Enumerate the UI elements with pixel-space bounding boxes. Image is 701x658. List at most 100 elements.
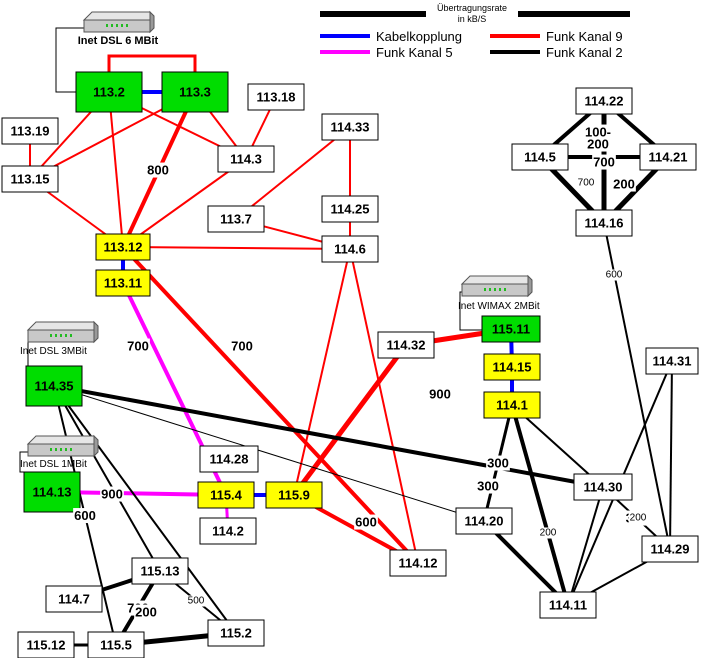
rate-label-bg bbox=[628, 512, 648, 524]
link-114-1-to-114-30-channel2 bbox=[511, 404, 604, 488]
rate-label-114-30-to-114-11: 200 bbox=[630, 513, 647, 524]
node-115-5[interactable]: 115.5 bbox=[87, 631, 145, 658]
node-label: 114.1 bbox=[496, 398, 528, 413]
rate-label-bg bbox=[612, 176, 636, 192]
link-114-35-to-115-13-channel2 bbox=[53, 385, 161, 572]
link-114-35-to-114-20-channel2 bbox=[53, 385, 485, 522]
node-114-11[interactable]: 114.11 bbox=[539, 591, 597, 619]
node-box bbox=[95, 233, 151, 261]
internet-label: Inet WIMAX 2MBit bbox=[458, 301, 540, 312]
router-icon bbox=[26, 434, 99, 458]
node-label: 114.3 bbox=[230, 152, 262, 167]
node-113-11[interactable]: 113.11 bbox=[95, 269, 151, 297]
node-115-11[interactable]: 115.11 bbox=[481, 315, 541, 343]
link-114-3-to-113-12-channel9 bbox=[122, 158, 247, 248]
rate-label-bg bbox=[146, 162, 170, 178]
legend-label-cable: Kabelkopplung bbox=[376, 29, 462, 44]
node-113-19[interactable]: 113.19 bbox=[1, 117, 59, 145]
node-114-1[interactable]: 114.1 bbox=[483, 391, 541, 419]
node-115-4[interactable]: 115.4 bbox=[197, 481, 255, 509]
node-113-3[interactable]: 113.3 bbox=[161, 71, 229, 113]
internet-label: Inet DSL 3MBit bbox=[20, 346, 87, 357]
rate-label-113-12-to-114-12: 700 bbox=[231, 339, 253, 354]
node-label: 114.15 bbox=[492, 360, 531, 375]
node-label: 114.12 bbox=[398, 556, 437, 571]
node-box bbox=[511, 143, 569, 171]
rate-label-114-1-to-114-20: 300 bbox=[487, 456, 509, 471]
node-114-22[interactable]: 114.22 bbox=[575, 87, 633, 115]
node-114-30[interactable]: 114.30 bbox=[573, 473, 633, 501]
node-114-20[interactable]: 114.20 bbox=[455, 507, 513, 535]
node-114-29[interactable]: 114.29 bbox=[641, 535, 699, 563]
node-115-2[interactable]: 115.2 bbox=[207, 619, 265, 647]
link-114-13-to-115-4-channel5 bbox=[51, 490, 227, 497]
node-label: 113.11 bbox=[104, 276, 142, 291]
node-114-6[interactable]: 114.6 bbox=[321, 235, 379, 263]
rate-label-114-21-to-114-16: 700 bbox=[578, 178, 595, 189]
rate-label-bg bbox=[592, 154, 616, 170]
legend-title-bg bbox=[426, 2, 518, 26]
node-114-35[interactable]: 114.35 bbox=[25, 365, 83, 407]
link-113-7-to-114-33-channel9 bbox=[235, 126, 351, 220]
node-label: 114.11 bbox=[549, 598, 587, 613]
node-label: 113.7 bbox=[220, 212, 252, 227]
node-115-12[interactable]: 115.12 bbox=[17, 631, 75, 658]
node-label: 115.12 bbox=[26, 638, 65, 653]
node-114-12[interactable]: 114.12 bbox=[389, 549, 447, 577]
rate-label-115-9-to-114-12: 600 bbox=[355, 515, 377, 530]
link-114-35-to-114-30-channel2 bbox=[53, 384, 604, 489]
link-114-31-to-114-29-channel2 bbox=[669, 360, 673, 550]
node-114-15[interactable]: 114.15 bbox=[483, 353, 541, 381]
node-113-12[interactable]: 113.12 bbox=[95, 233, 151, 261]
legend-label-channel5: Funk Kanal 5 bbox=[376, 45, 453, 60]
node-114-5[interactable]: 114.5 bbox=[511, 143, 569, 171]
uplink-connector bbox=[55, 27, 98, 93]
node-114-16[interactable]: 114.16 bbox=[575, 209, 633, 237]
rate-label-114-13-to-115-4: 900 bbox=[101, 487, 123, 502]
node-115-13[interactable]: 115.13 bbox=[131, 557, 189, 585]
node-114-32[interactable]: 114.32 bbox=[377, 331, 435, 359]
node-114-28[interactable]: 114.28 bbox=[199, 445, 259, 473]
node-box bbox=[389, 549, 447, 577]
node-113-7[interactable]: 113.7 bbox=[207, 205, 265, 233]
rate-label-bg bbox=[476, 478, 500, 494]
node-114-25[interactable]: 114.25 bbox=[321, 195, 379, 223]
node-114-3[interactable]: 114.3 bbox=[217, 145, 275, 173]
node-113-15[interactable]: 113.15 bbox=[1, 165, 59, 193]
rate-label-bg bbox=[230, 338, 254, 354]
node-label: 113.19 bbox=[10, 124, 49, 139]
node-114-2[interactable]: 114.2 bbox=[199, 517, 257, 545]
node-114-13[interactable]: 114.13 bbox=[23, 471, 81, 513]
node-114-7[interactable]: 114.7 bbox=[45, 585, 103, 613]
node-114-31[interactable]: 114.31 bbox=[645, 347, 699, 375]
node-box bbox=[131, 557, 189, 585]
node-115-9[interactable]: 115.9 bbox=[265, 481, 323, 509]
node-113-2[interactable]: 113.2 bbox=[75, 71, 143, 113]
node-label: 115.13 bbox=[140, 564, 179, 579]
node-label: 114.16 bbox=[584, 216, 623, 231]
rate-label-bg bbox=[73, 508, 97, 524]
node-113-18[interactable]: 113.18 bbox=[247, 83, 305, 111]
nodes-layer: 113.2 113.3 113.18 113.19 113.15 114.3 114.33 1… bbox=[1, 71, 699, 658]
node-box bbox=[321, 235, 379, 263]
rate-label-bg bbox=[583, 124, 613, 152]
node-114-33[interactable]: 114.33 bbox=[321, 113, 379, 141]
rate-label-bg bbox=[126, 338, 150, 354]
rate-label-115-13-to-115-2: 200 bbox=[135, 605, 157, 620]
node-114-21[interactable]: 114.21 bbox=[639, 143, 697, 171]
rate-label-bg bbox=[576, 177, 596, 189]
rate-label-bg bbox=[538, 527, 558, 539]
link-114-1-to-114-11-channel2 bbox=[510, 404, 570, 606]
rate-label-bg bbox=[186, 595, 206, 607]
legend-label-channel9: Funk Kanal 9 bbox=[546, 29, 623, 44]
rate-label-114-1-to-114-11: 300 bbox=[477, 479, 499, 494]
node-label: 113.3 bbox=[179, 85, 211, 100]
node-label: 115.11 bbox=[492, 322, 530, 337]
node-box bbox=[455, 507, 513, 535]
node-box bbox=[207, 205, 265, 233]
node-label: 114.2 bbox=[212, 524, 244, 539]
rate-label-114-22-to-114-16: 700 bbox=[593, 155, 615, 170]
